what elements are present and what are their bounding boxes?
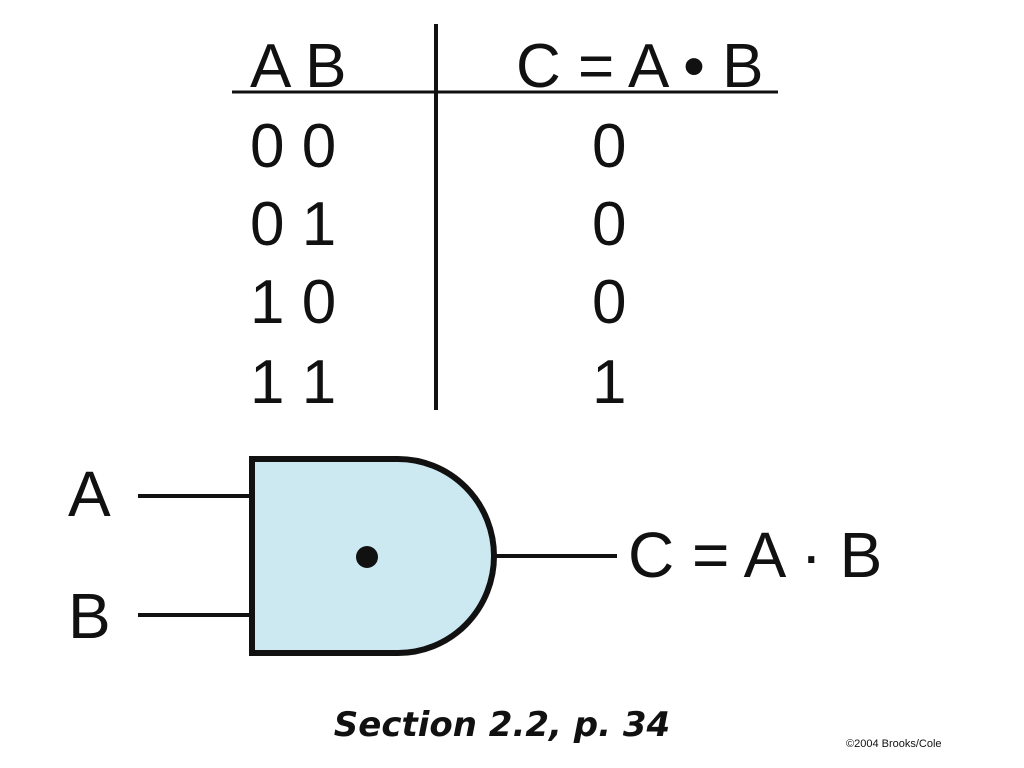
table-header-output: C = A • B <box>516 32 764 101</box>
gate-output-label: C = A · B <box>628 519 883 591</box>
section-caption: Section 2.2, p. 34 <box>333 705 671 745</box>
table-row-inputs: 0 0 <box>250 112 337 181</box>
table-row-inputs: 0 1 <box>250 190 337 259</box>
gate-input-b-label: B <box>68 580 111 652</box>
table-row-output: 0 <box>592 112 627 181</box>
copyright-notice: ©2004 Brooks/Cole <box>846 738 942 750</box>
table-row-output: 1 <box>592 348 627 417</box>
and-operator-dot <box>356 546 378 568</box>
table-row-output: 0 <box>592 268 627 337</box>
gate-input-a-label: A <box>68 458 111 530</box>
table-row-output: 0 <box>592 190 627 259</box>
table-header-inputs: A B <box>250 32 347 101</box>
table-row-inputs: 1 1 <box>250 348 337 417</box>
table-row-inputs: 1 0 <box>250 268 337 337</box>
